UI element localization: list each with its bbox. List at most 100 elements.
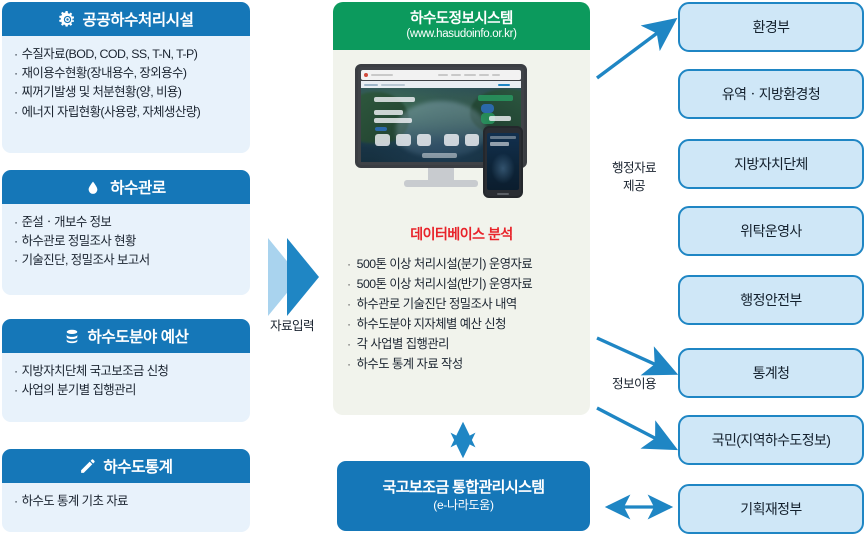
phone-map-view bbox=[491, 153, 515, 184]
list-item-label: 수질자료(BOD, COD, SS, T-N, T-P) bbox=[21, 47, 198, 61]
list-item: ·하수관로 기술진단 정밀조사 내역 bbox=[347, 295, 584, 315]
center-item-list: ·500톤 이상 처리시설(분기) 운영자료 ·500톤 이상 처리시설(반기)… bbox=[333, 244, 590, 374]
list-item-label: 하수도분야 지자체별 예산 신청 bbox=[356, 316, 507, 331]
hero-ui-blue-chip bbox=[375, 127, 387, 131]
bullet-icon: · bbox=[14, 364, 18, 378]
bullet-icon: · bbox=[14, 383, 18, 398]
hero-stat-card bbox=[417, 133, 432, 146]
browser-menu-line bbox=[492, 74, 500, 76]
center-panel-url: (www.hasudoinfo.or.kr) bbox=[406, 27, 517, 40]
list-item-label: 하수도 통계 자료 작성 bbox=[356, 356, 464, 371]
database-icon bbox=[64, 328, 81, 345]
right-box-citizens: 국민(지역하수도정보) bbox=[678, 415, 864, 465]
list-item-label: 에너지 자립현황(사용량, 자체생산량) bbox=[21, 104, 201, 119]
label-admin-data-line2: 제공 bbox=[623, 179, 646, 193]
browser-menu-line bbox=[479, 74, 489, 76]
browser-menu-line bbox=[464, 74, 476, 76]
right-box-label: 위탁운영사 bbox=[740, 223, 802, 239]
right-box-label: 지방자치단체 bbox=[734, 156, 808, 172]
arrow-to-citizens bbox=[596, 406, 679, 451]
left-panel-header: 하수관로 bbox=[2, 170, 250, 204]
left-panel-body: ·하수도 통계 기초 자료 bbox=[2, 483, 250, 521]
label-data-input: 자료입력 bbox=[270, 319, 315, 333]
left-panel-body: ·준설ㆍ개보수 정보 ·하수관로 정밀조사 현황 ·기술진단, 정밀조사 보고서 bbox=[2, 204, 250, 281]
phone-statusbar bbox=[490, 136, 516, 139]
site-navigation-bar bbox=[361, 81, 521, 88]
list-item: · 각 사업별 집행관리 bbox=[347, 335, 584, 355]
hero-river bbox=[396, 101, 486, 157]
left-panel-public-sewage-facility: 공공하수처리시설 · 수질자료(BOD, COD, SS, T-N, T-P) ·… bbox=[2, 2, 250, 153]
list-item-label: 기술진단, 정밀조사 보고서 bbox=[21, 253, 151, 268]
left-panel-body: · 수질자료(BOD, COD, SS, T-N, T-P) ·재이용수현황(장내… bbox=[2, 36, 250, 132]
left-panel-title: 공공하수처리시설 bbox=[82, 12, 194, 29]
hero-stat-card bbox=[444, 133, 459, 146]
left-panel-sewer-pipe: 하수관로 ·준설ㆍ개보수 정보 ·하수관로 정밀조사 현황 ·기술진단, 정밀조… bbox=[2, 170, 250, 295]
left-panel-sewage-budget: 하수도분야 예산 ·지방자치단체 국고보조금 신청 ·사업의 분기별 집행관리 bbox=[2, 319, 250, 422]
hero-ui-blue-chip bbox=[481, 104, 494, 114]
pencil-icon bbox=[79, 458, 96, 475]
bullet-icon: · bbox=[347, 276, 351, 291]
list-item: ·사업의 분기별 집행관리 bbox=[14, 381, 240, 400]
list-item-label: 500톤 이상 처리시설(분기) 운영자료 bbox=[356, 257, 533, 271]
hero-ui-chip bbox=[373, 96, 416, 103]
right-box-label: 환경부 bbox=[752, 19, 790, 35]
arrow-to-statistics-korea bbox=[596, 336, 679, 376]
gear-icon bbox=[58, 10, 76, 28]
water-drop-icon bbox=[86, 179, 103, 196]
bullet-icon: · bbox=[14, 234, 18, 249]
hero-stat-card bbox=[396, 133, 411, 146]
list-item-label: 500톤 이상 처리시설(반기) 운영자료 bbox=[356, 276, 533, 291]
phone-title-line bbox=[490, 142, 510, 146]
hero-ui-chip bbox=[373, 117, 413, 123]
right-box-local-government: 지방자치단체 bbox=[678, 139, 864, 189]
list-item-label: 재이용수현황(장내용수, 장외용수) bbox=[21, 66, 187, 81]
right-box-label: 유역ㆍ지방환경청 bbox=[721, 86, 821, 102]
list-item-label: 지방자치단체 국고보조금 신청 bbox=[21, 364, 169, 378]
right-box-label: 통계청 bbox=[752, 365, 790, 381]
right-box-statistics-korea: 통계청 bbox=[678, 348, 864, 398]
right-box-ministry-of-interior: 행정안전부 bbox=[678, 275, 864, 325]
bullet-icon: · bbox=[14, 215, 18, 229]
left-panel-title: 하수관로 bbox=[110, 180, 166, 197]
left-panel-title: 하수도분야 예산 bbox=[87, 329, 189, 346]
phone-home-indicator bbox=[497, 193, 509, 195]
list-item: ·찌꺼기발생 및 처분현황(양, 비용) bbox=[14, 83, 240, 102]
list-item: ·하수도 통계 기초 자료 bbox=[14, 492, 240, 511]
left-panel-header: 하수도분야 예산 bbox=[2, 319, 250, 353]
list-item: ·지방자치단체 국고보조금 신청 bbox=[14, 362, 240, 381]
label-admin-data-line1: 행정자료 bbox=[612, 161, 657, 175]
list-item: ·하수도 통계 자료 작성 bbox=[347, 355, 584, 375]
list-item: ·500톤 이상 처리시설(분기) 운영자료 bbox=[347, 255, 584, 275]
list-item: ·재이용수현황(장내용수, 장외용수) bbox=[14, 64, 240, 83]
browser-toolbar bbox=[361, 70, 521, 80]
bullet-icon: · bbox=[347, 336, 351, 351]
bullet-icon: · bbox=[347, 296, 351, 311]
bullet-icon: · bbox=[14, 104, 18, 119]
list-item: · 500톤 이상 처리시설(반기) 운영자료 bbox=[347, 275, 584, 295]
mobile-phone-icon bbox=[483, 126, 523, 198]
hero-stat-card bbox=[465, 133, 480, 146]
label-info-use: 정보이용 bbox=[612, 377, 657, 391]
hero-ui-green-chip bbox=[481, 113, 496, 124]
left-panel-title: 하수도통계 bbox=[103, 459, 173, 476]
list-item: ·준설ㆍ개보수 정보 bbox=[14, 213, 240, 232]
list-item-label: 각 사업별 집행관리 bbox=[356, 336, 450, 351]
arrow-to-ministry-environment bbox=[595, 17, 678, 80]
center-panel-title: 하수도정보시스템 bbox=[410, 10, 513, 27]
monitor-stand-neck bbox=[428, 168, 454, 180]
left-panel-sewage-statistics: 하수도통계 ·하수도 통계 기초 자료 bbox=[2, 449, 250, 532]
list-item-label: 찌꺼기발생 및 처분현황(양, 비용) bbox=[21, 85, 182, 100]
left-panel-body: ·지방자치단체 국고보조금 신청 ·사업의 분기별 집행관리 bbox=[2, 353, 250, 410]
list-item: ·에너지 자립현황(사용량, 자체생산량) bbox=[14, 103, 240, 122]
left-panel-header: 공공하수처리시설 bbox=[2, 2, 250, 36]
bullet-icon: · bbox=[14, 253, 18, 268]
hero-footer-chip bbox=[421, 153, 457, 158]
right-box-label: 행정안전부 bbox=[740, 292, 802, 308]
bottom-box-subtitle: (e-나라도움) bbox=[433, 497, 494, 512]
hero-ui-chip bbox=[489, 116, 512, 121]
right-box-contract-operator: 위탁운영사 bbox=[678, 206, 864, 256]
bottom-box-title: 국고보조금 통합관리시스템 bbox=[382, 479, 546, 497]
list-item-label: 하수관로 정밀조사 현황 bbox=[21, 234, 137, 249]
right-box-label: 국민(지역하수도정보) bbox=[711, 432, 831, 448]
